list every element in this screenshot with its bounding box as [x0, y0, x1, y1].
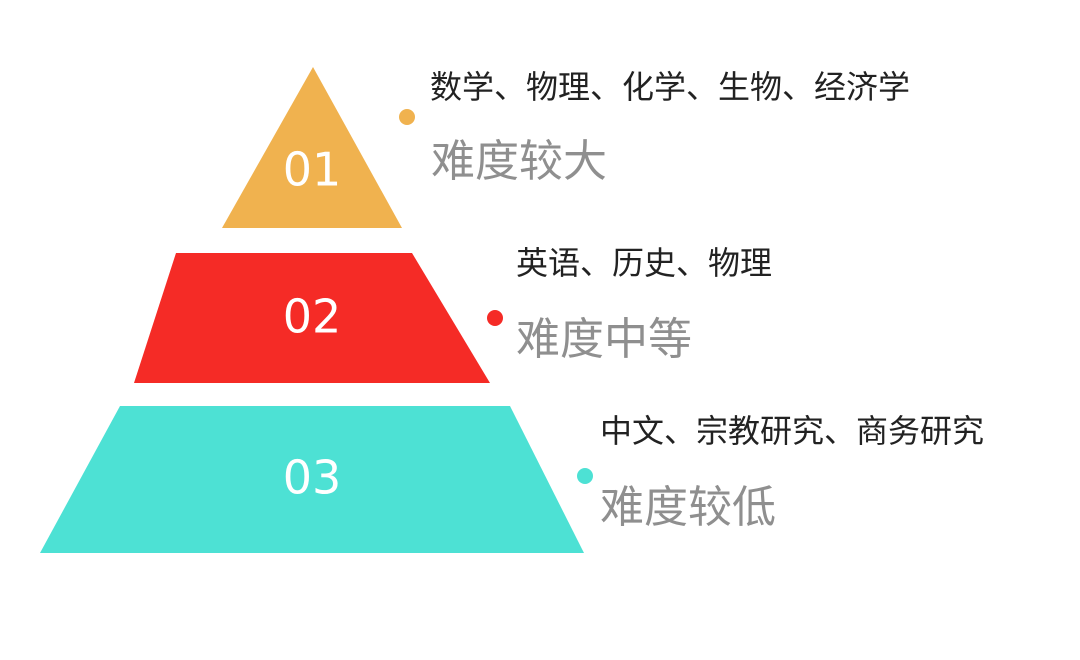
tier-03-subjects: 中文、宗教研究、商务研究 [600, 412, 985, 450]
pyramid-top-tier [222, 67, 402, 228]
tier-02-bullet-dot [487, 310, 503, 326]
tier-03-bullet-dot [577, 468, 593, 484]
tier-02-difficulty: 难度中等 [516, 314, 692, 365]
tier-number-01: 01 [283, 143, 342, 197]
tier-number-03: 03 [283, 451, 342, 505]
tier-01-bullet-dot [399, 109, 415, 125]
pyramid-bottom-tier [40, 406, 584, 553]
tier-number-02: 02 [283, 290, 342, 344]
tier-01-difficulty: 难度较大 [431, 136, 607, 187]
tier-03-difficulty: 难度较低 [600, 482, 776, 533]
tier-01-subjects: 数学、物理、化学、生物、经济学 [430, 68, 911, 106]
pyramid-middle-tier [134, 253, 490, 383]
tier-02-subjects: 英语、历史、物理 [516, 244, 773, 282]
